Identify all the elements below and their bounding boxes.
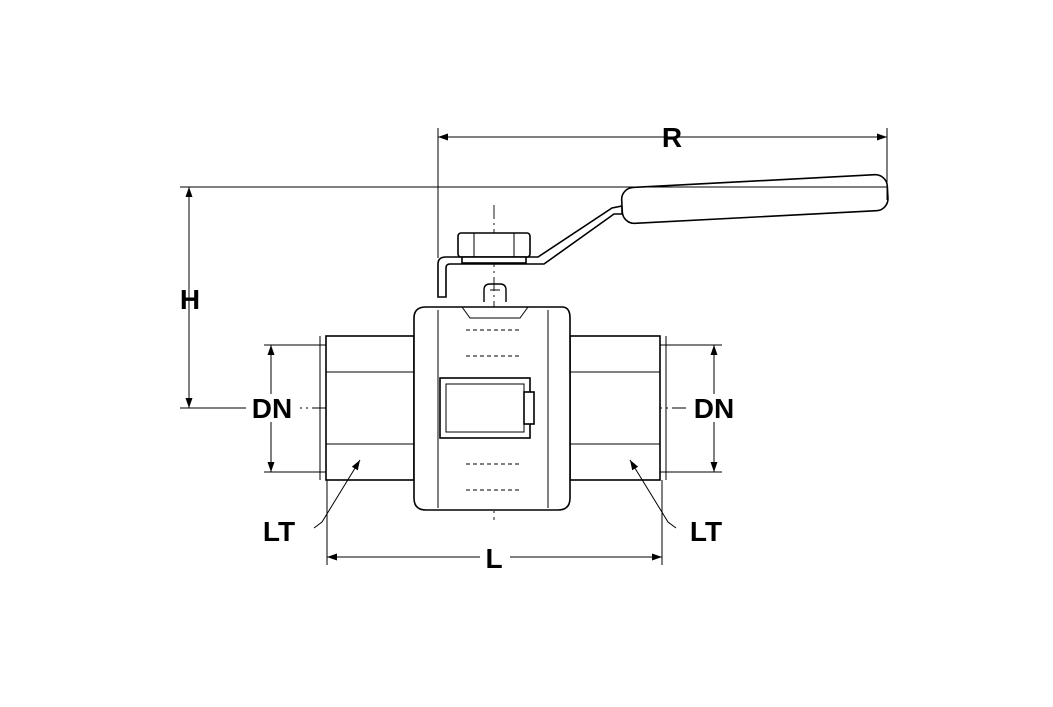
label-dn-left-bg	[246, 394, 300, 422]
right-hex-end	[569, 335, 667, 481]
dimension-h	[180, 186, 887, 409]
leader-lt-right	[629, 459, 677, 529]
label-h: H	[180, 284, 200, 315]
label-dn-left: DN	[252, 393, 292, 424]
left-hex-end	[319, 335, 415, 481]
hex-nut	[457, 232, 531, 264]
label-dn-right: DN	[694, 393, 734, 424]
label-dn-right-bg	[688, 394, 742, 422]
label-lt-right: LT	[690, 516, 722, 547]
label-l-bg	[480, 544, 510, 572]
label-lt-left: LT	[263, 516, 295, 547]
stem	[483, 283, 507, 302]
ball-bore	[439, 377, 535, 439]
dimension-r	[437, 128, 888, 258]
leader-lt-left	[313, 459, 361, 529]
label-l: L	[485, 543, 502, 574]
label-r: R	[662, 122, 682, 153]
